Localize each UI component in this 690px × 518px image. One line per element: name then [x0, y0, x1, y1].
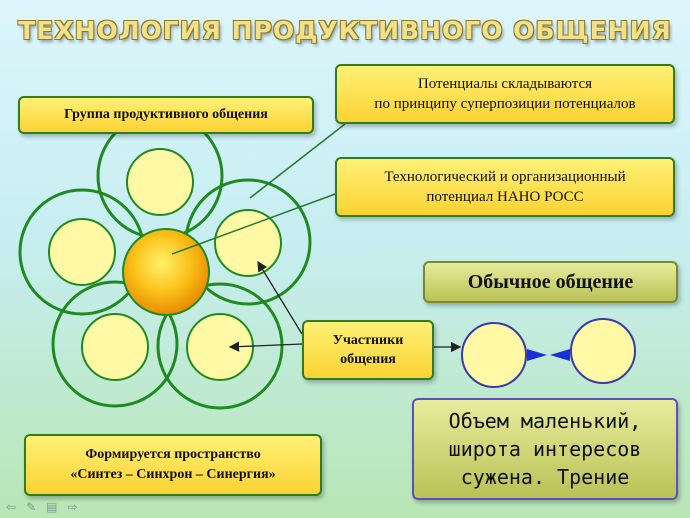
participant-circle-bottom-left [81, 313, 149, 381]
volume-line3: сужена. Трение [460, 465, 630, 489]
volume-box: Объем маленький, широта интересов сужена… [412, 398, 678, 500]
potentials-box: Потенциалы складываются по принципу супе… [335, 64, 675, 124]
volume-line2: широта интересов [448, 437, 642, 461]
ordinary-circle-left [461, 322, 527, 388]
outer-ring-bottom-left [51, 280, 179, 408]
friction-arrow-left-icon [550, 349, 570, 361]
tech-potential-box: Технологический и организационный потенц… [335, 157, 675, 217]
tech-line2: потенциал НАНО РОСС [426, 189, 584, 205]
center-circle [122, 228, 210, 316]
participant-circle-right [214, 209, 282, 277]
ordinary-circle-right [570, 318, 636, 384]
potentials-line2: по принципу суперпозиции потенциалов [374, 96, 636, 112]
volume-line1: Объем маленький, [448, 409, 642, 433]
space-line1: Формируется пространство [85, 447, 261, 462]
arrow-left-icon[interactable]: ⇦ [6, 500, 17, 514]
space-box: Формируется пространство «Синтез – Синхр… [24, 434, 322, 496]
slide-nav: ⇦ ✎ ▤ ⇨ [6, 500, 78, 514]
participants-box: Участники общения [302, 320, 434, 380]
tech-line1: Технологический и организационный [384, 169, 626, 185]
pen-icon[interactable]: ✎ [26, 500, 37, 514]
slide-title: ТЕХНОЛОГИЯ ПРОДУКТИВНОГО ОБЩЕНИЯ [18, 16, 672, 45]
arrow-to-bottom-circle [228, 341, 303, 352]
friction-arrow-right-icon [527, 349, 547, 361]
group-label: Группа продуктивного общения [18, 96, 314, 134]
potentials-line1: Потенциалы складываются [417, 76, 593, 92]
space-line2: «Синтез – Синхрон – Синергия» [70, 467, 276, 482]
ordinary-communication-label: Обычное общение [423, 261, 678, 303]
arrow-right-icon[interactable]: ⇨ [67, 500, 78, 514]
participants-line2: общения [340, 352, 396, 367]
outer-ring-bottom-right [156, 282, 284, 410]
participant-circle-bottom-right [186, 313, 254, 381]
participant-circle-left [48, 218, 116, 286]
participant-circle-top [126, 148, 194, 216]
participants-line1: Участники [332, 333, 404, 348]
connector-potentials [249, 123, 346, 199]
arrow-to-right-circle [257, 260, 303, 335]
connector-tech [171, 192, 339, 255]
menu-icon[interactable]: ▤ [46, 500, 58, 514]
